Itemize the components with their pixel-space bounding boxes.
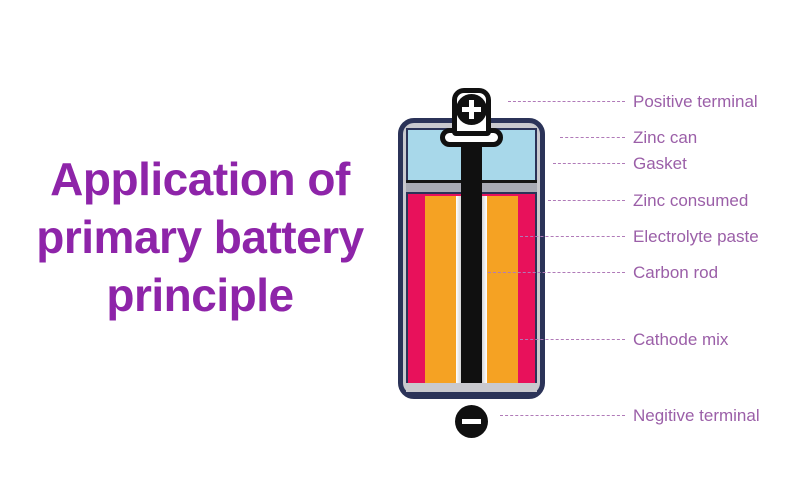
title-line-1: Application of: [50, 153, 350, 205]
callout-positive-terminal: Positive terminal: [633, 92, 758, 111]
leader-line-zinc-consumed: [548, 200, 625, 201]
leader-line-zinc-can: [560, 137, 625, 138]
callout-electrolyte-paste: Electrolyte paste: [633, 227, 759, 246]
page-title: Application of primary battery principle: [10, 150, 390, 324]
title-line-3: principle: [106, 269, 294, 321]
leader-line-positive-terminal: [508, 101, 625, 102]
cell-base-strip: [406, 383, 537, 394]
leader-line-carbon-rod: [488, 272, 625, 273]
callout-carbon-rod: Carbon rod: [633, 263, 719, 282]
callout-negitive-terminal: Negitive terminal: [633, 406, 760, 425]
callout-zinc-can: Zinc can: [633, 128, 698, 147]
leader-line-negitive-terminal: [500, 415, 625, 416]
callout-gasket: Gasket: [633, 154, 687, 173]
callout-zinc-consumed: Zinc consumed: [633, 191, 749, 210]
title-line-2: primary battery: [36, 211, 364, 263]
carbon-rod-highlight-left: [456, 196, 461, 383]
leader-line-electrolyte-paste: [520, 236, 625, 237]
battery-diagram: [390, 80, 560, 440]
plus-icon: [456, 94, 487, 125]
minus-icon: [455, 405, 488, 438]
carbon-rod-highlight-right: [482, 196, 487, 383]
leader-line-cathode-mix: [520, 339, 625, 340]
callout-cathode-mix: Cathode mix: [633, 330, 729, 349]
leader-line-gasket: [553, 163, 625, 164]
carbon-rod: [461, 128, 482, 383]
